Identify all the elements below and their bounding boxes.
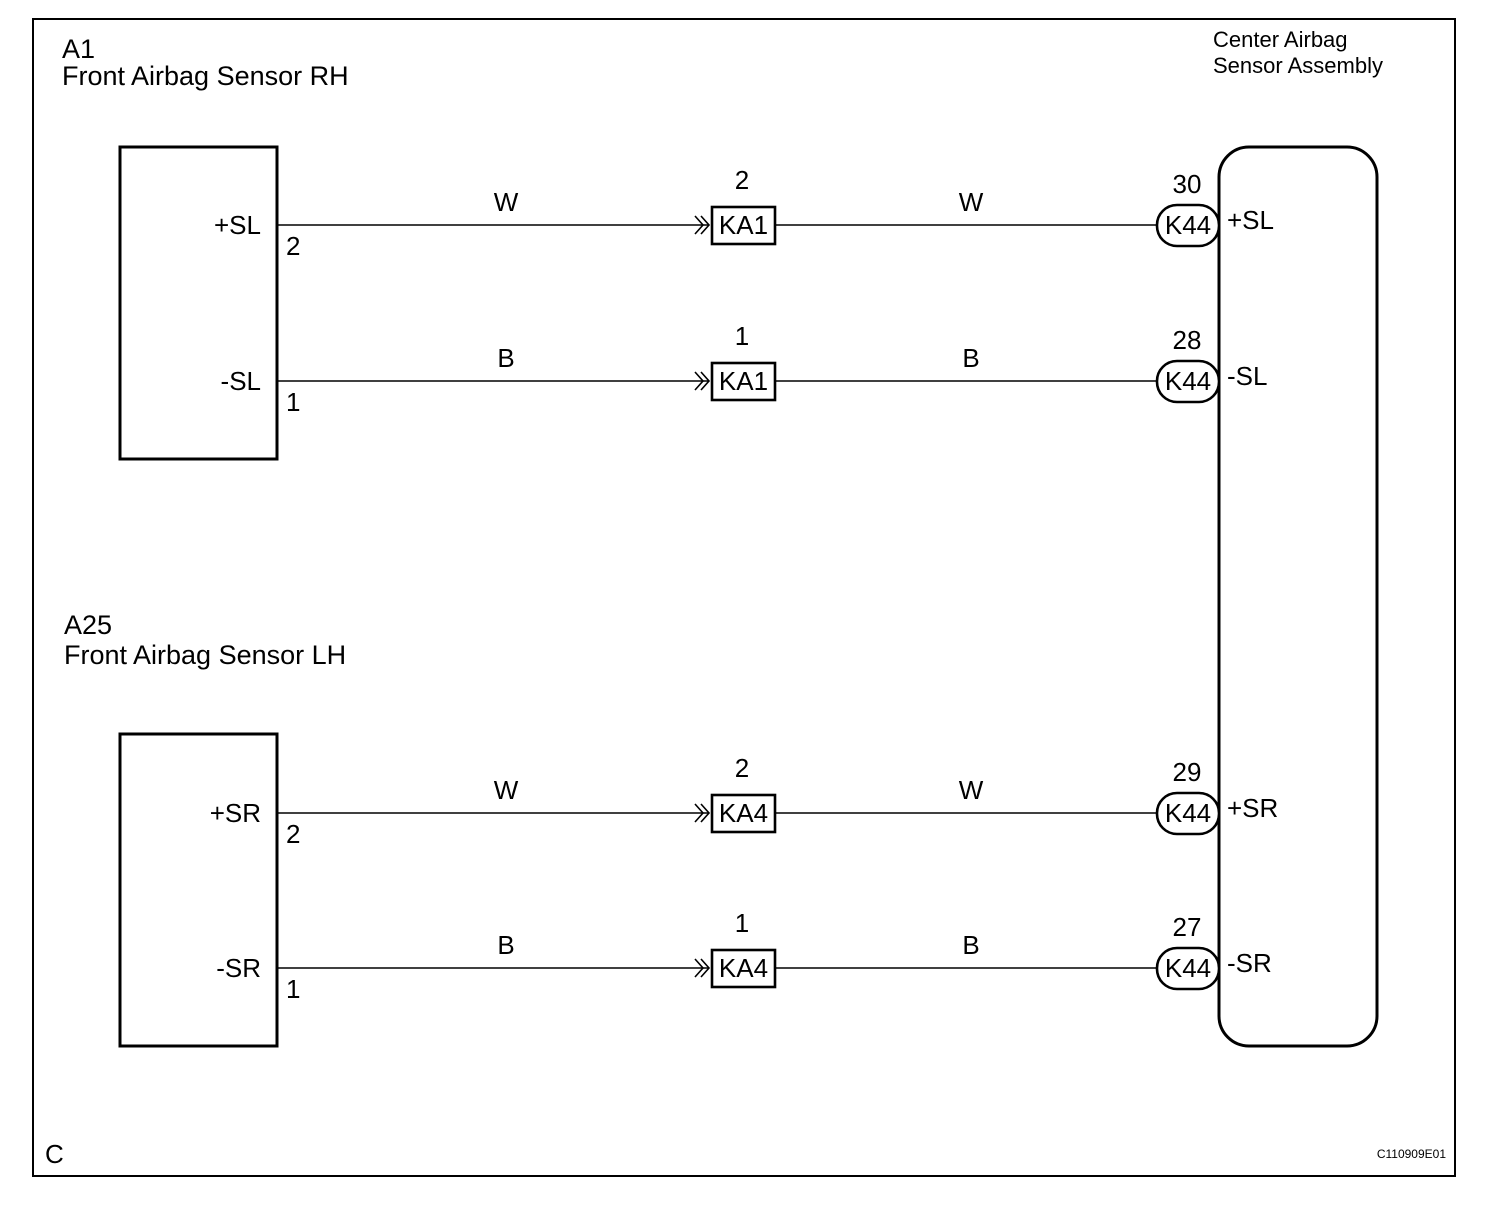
ecu-connector-label: K44 <box>1165 366 1211 396</box>
center-assembly-name-line1: Center Airbag <box>1213 27 1348 52</box>
diagram-frame <box>32 18 1456 1177</box>
ecu-connector-label: K44 <box>1165 953 1211 983</box>
rh-sensor-name: Front Airbag Sensor RH <box>62 61 349 91</box>
page-letter: C <box>45 1139 64 1169</box>
wire-color-right: B <box>962 343 979 373</box>
junction-connector-label: KA4 <box>719 798 768 828</box>
junction-connector-label: KA4 <box>719 953 768 983</box>
sensor-terminal-label: -SL <box>221 366 261 396</box>
ecu-connector-oval <box>1155 791 1221 836</box>
ecu-connector-oval <box>1155 946 1221 991</box>
junction-pin-number: 1 <box>735 908 749 938</box>
wire-color-left: B <box>497 930 514 960</box>
sensor-pin-number: 2 <box>286 231 300 261</box>
sensor-pin-number: 1 <box>286 974 300 1004</box>
lh-sensor-code: A25 <box>64 610 112 640</box>
junction-connector-label: KA1 <box>719 366 768 396</box>
connector-chevron-icon <box>694 371 711 391</box>
ecu-connector-oval <box>1155 203 1221 248</box>
junction-connector-box <box>710 205 777 246</box>
wire-color-right: W <box>959 187 984 217</box>
sensor-pin-number: 1 <box>286 387 300 417</box>
ecu-terminal-label: +SL <box>1227 205 1274 235</box>
junction-connector-box <box>710 948 777 989</box>
figure-code: C110909E01 <box>1377 1147 1446 1161</box>
center-airbag-assembly-box <box>1217 145 1379 1048</box>
sensor-terminal-label: +SR <box>210 798 261 828</box>
lh-sensor-box <box>118 732 279 1048</box>
sensor-pin-number: 2 <box>286 819 300 849</box>
ecu-terminal-label: -SR <box>1227 948 1272 978</box>
ecu-connector-oval <box>1155 359 1221 404</box>
connector-chevron-icon <box>694 215 711 235</box>
wire-color-left: W <box>494 187 519 217</box>
junction-connector-label: KA1 <box>719 210 768 240</box>
lh-sensor-name: Front Airbag Sensor LH <box>64 640 346 670</box>
wire-color-right: B <box>962 930 979 960</box>
ecu-pin-number: 27 <box>1173 912 1202 942</box>
ecu-pin-number: 30 <box>1173 169 1202 199</box>
connector-chevron-icon <box>694 958 711 978</box>
center-assembly-name-line2: Sensor Assembly <box>1213 53 1383 78</box>
wire-color-left: B <box>497 343 514 373</box>
junction-pin-number: 2 <box>735 753 749 783</box>
connector-chevron-icon <box>694 803 711 823</box>
ecu-terminal-label: +SR <box>1227 793 1278 823</box>
ecu-connector-label: K44 <box>1165 798 1211 828</box>
circuits-group: +SL2WKA12WK4430+SL-SL1BKA11BK4428-SL+SR2… <box>210 165 1279 1004</box>
rh-sensor-box <box>118 145 279 461</box>
sensor-terminal-label: -SR <box>216 953 261 983</box>
wire-color-left: W <box>494 775 519 805</box>
wire-color-right: W <box>959 775 984 805</box>
ecu-pin-number: 29 <box>1173 757 1202 787</box>
junction-connector-box <box>710 361 777 402</box>
junction-pin-number: 1 <box>735 321 749 351</box>
ecu-terminal-label: -SL <box>1227 361 1267 391</box>
rh-sensor-code: A1 <box>62 34 95 64</box>
junction-pin-number: 2 <box>735 165 749 195</box>
sensor-terminal-label: +SL <box>214 210 261 240</box>
ecu-connector-label: K44 <box>1165 210 1211 240</box>
ecu-pin-number: 28 <box>1173 325 1202 355</box>
